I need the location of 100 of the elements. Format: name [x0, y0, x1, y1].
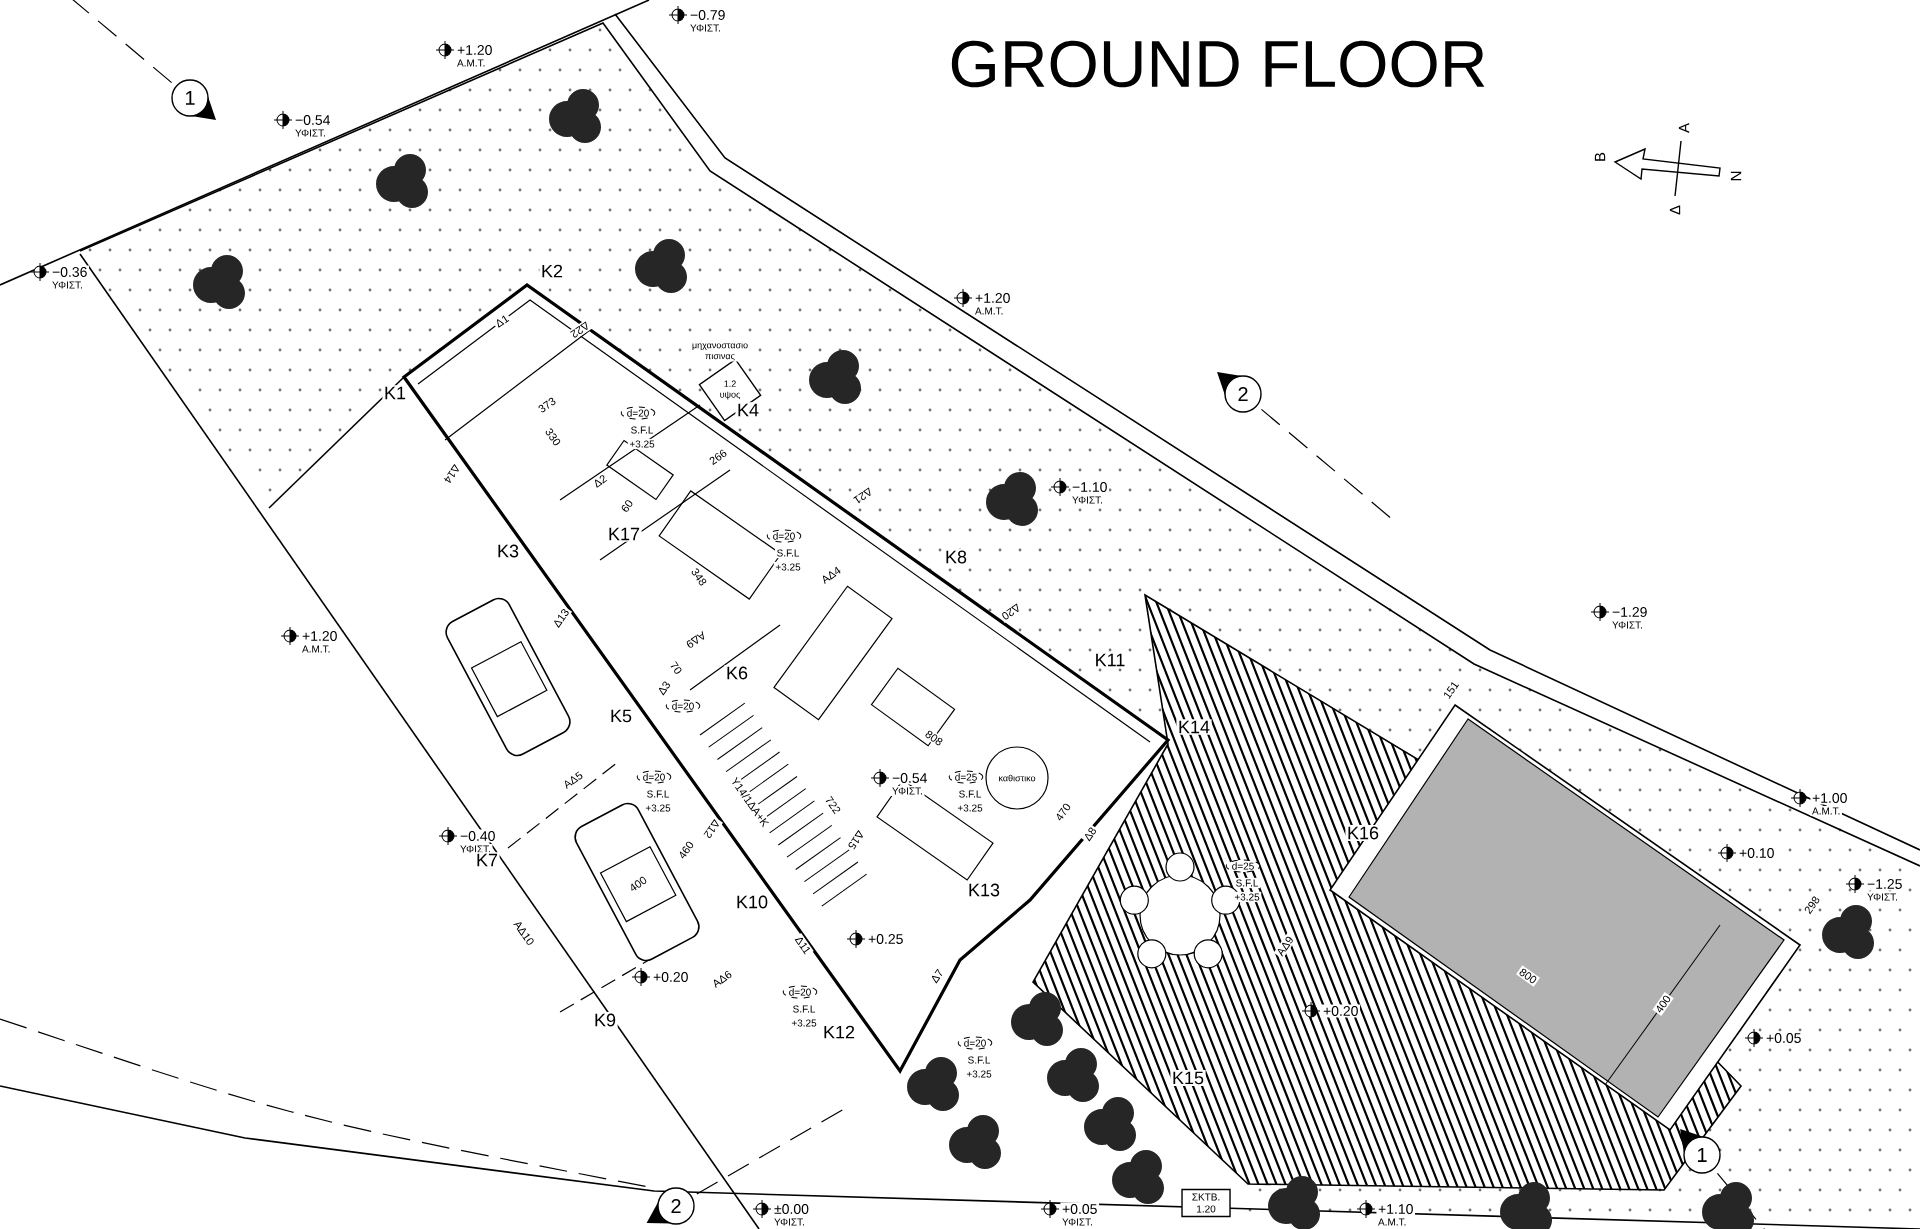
- floor-level-label: S.F.L: [775, 547, 801, 559]
- title: GROUND FLOOR: [951, 40, 1485, 88]
- room-label: K13: [966, 882, 1002, 898]
- slab-note: d=25: [1225, 859, 1261, 873]
- slab-note: d=20: [636, 770, 672, 784]
- dimension-label: 70: [667, 658, 685, 678]
- level-note: ΥΦΙΣΤ.: [772, 1216, 807, 1228]
- level-note: Α.Μ.Τ.: [300, 643, 332, 655]
- slab-note: d=20: [782, 985, 818, 999]
- slab-note: d=20: [620, 406, 656, 420]
- level-note: ΥΦΙΣΤ.: [890, 785, 925, 797]
- dimension-label: Δ7: [927, 966, 947, 986]
- floor-level-label: S.F.L: [1234, 877, 1260, 889]
- level-label: −1.10: [1070, 480, 1110, 494]
- room-label: K14: [1176, 719, 1212, 735]
- room-label: K7: [474, 852, 500, 868]
- room-label: K16: [1345, 825, 1381, 841]
- compass-letter: Α: [1677, 121, 1691, 135]
- floor-level-label: +3.25: [955, 802, 985, 814]
- room-label: K6: [724, 665, 750, 681]
- floor-level-label: S.F.L: [791, 1003, 817, 1015]
- manhole-box: ΣΚΤΒ. 1.20: [1181, 1188, 1231, 1218]
- level-note: Α.Μ.Τ.: [1810, 805, 1842, 817]
- floor-level-label: +3.25: [964, 1068, 994, 1080]
- level-label: ±0.00: [772, 1202, 811, 1216]
- dimension-label: 348: [688, 565, 710, 589]
- room-label: K8: [943, 549, 969, 565]
- dimension-label: Δ2: [590, 471, 610, 491]
- dimension-label: Δ22: [567, 319, 593, 341]
- level-note: ΥΦΙΣΤ.: [1610, 619, 1645, 631]
- dimension-label: 808: [922, 727, 946, 749]
- dimension-label: ΑΔ6: [709, 967, 735, 991]
- slab-note: d=20: [766, 529, 802, 543]
- dimension-label: Δ20: [998, 601, 1024, 623]
- floor-level-label: S.F.L: [966, 1054, 992, 1066]
- dimension-label: ΑΔ9: [683, 628, 710, 652]
- room-label: K12: [821, 1024, 857, 1040]
- level-note: Α.Μ.Τ.: [973, 305, 1005, 317]
- level-label: +0.25: [866, 932, 906, 946]
- dimension-label: Δ8: [1080, 824, 1100, 844]
- dimension-label: 60: [618, 496, 636, 516]
- dimension-label: 266: [706, 446, 730, 468]
- level-note: ΥΦΙΣΤ.: [1060, 1216, 1095, 1228]
- floor-level-label: S.F.L: [629, 424, 655, 436]
- floor-level-label: +3.25: [1232, 891, 1262, 903]
- dimension-label: 400: [626, 873, 650, 895]
- floor-level-label: +3.25: [773, 561, 803, 573]
- dimension-label: Δ1: [492, 311, 512, 331]
- floor-level-label: +3.25: [627, 438, 657, 450]
- floor-level-label: +3.25: [643, 802, 673, 814]
- level-label: +0.10: [1737, 846, 1777, 860]
- level-label: +1.20: [300, 629, 340, 643]
- room-label: K2: [539, 263, 565, 279]
- dimension-label: 373: [535, 394, 559, 416]
- dimension-label: ΑΔ4: [818, 563, 844, 587]
- level-label: −0.36: [50, 265, 90, 279]
- compass-letter: Ν: [1729, 168, 1743, 183]
- level-note: ΥΦΙΣΤ.: [293, 127, 328, 139]
- node-label: μηχανοστασιο: [692, 343, 748, 351]
- room-label: K10: [734, 894, 770, 910]
- level-label: −0.79: [688, 8, 728, 22]
- floor-level-label: S.F.L: [645, 788, 671, 800]
- dimension-label: 460: [675, 838, 697, 862]
- room-label: K9: [592, 1012, 618, 1028]
- level-note: Α.Μ.Τ.: [1376, 1216, 1408, 1228]
- level-label: −0.54: [890, 771, 930, 785]
- level-note: Α.Μ.Τ.: [455, 57, 487, 69]
- dimension-label: 470: [1052, 800, 1074, 824]
- level-note: ΥΦΙΣΤ.: [688, 22, 723, 34]
- compass-letter: Δ: [1668, 203, 1682, 217]
- level-note: ΥΦΙΣΤ.: [1070, 494, 1105, 506]
- dimension-label: ΑΔ5: [560, 768, 586, 792]
- level-note: ΥΦΙΣΤ.: [50, 279, 85, 291]
- dimension-label: 722: [822, 793, 844, 817]
- room-label: K3: [495, 543, 521, 559]
- room-label: K5: [608, 708, 634, 724]
- level-label: −0.54: [293, 113, 333, 127]
- level-label: −1.25: [1865, 877, 1905, 891]
- level-label: +0.05: [1060, 1202, 1100, 1216]
- level-note: ΥΦΙΣΤ.: [1865, 891, 1900, 903]
- level-label: +1.20: [973, 291, 1013, 305]
- dimension-label: 800: [1516, 965, 1540, 987]
- floor-level-label: +3.25: [789, 1017, 819, 1029]
- slab-note: d=25: [948, 770, 984, 784]
- level-label: −0.40: [458, 829, 498, 843]
- dimension-label: Δ21: [850, 485, 876, 507]
- compass-letter: Β: [1593, 150, 1607, 164]
- level-label: +1.20: [455, 43, 495, 57]
- dimension-label: 298: [1801, 893, 1823, 917]
- room-label: K17: [606, 526, 642, 542]
- level-label: +0.05: [1764, 1031, 1804, 1045]
- dimension-label: Δ11: [792, 932, 814, 958]
- room-label: K1: [382, 385, 408, 401]
- room-label: K11: [1093, 652, 1127, 668]
- dimension-label: 151: [1440, 678, 1462, 702]
- slab-note: d=20: [665, 699, 701, 713]
- dimension-label: 330: [542, 425, 564, 449]
- level-label: +0.20: [651, 970, 691, 984]
- room-label: K4: [735, 402, 761, 418]
- room-label: K15: [1170, 1070, 1206, 1086]
